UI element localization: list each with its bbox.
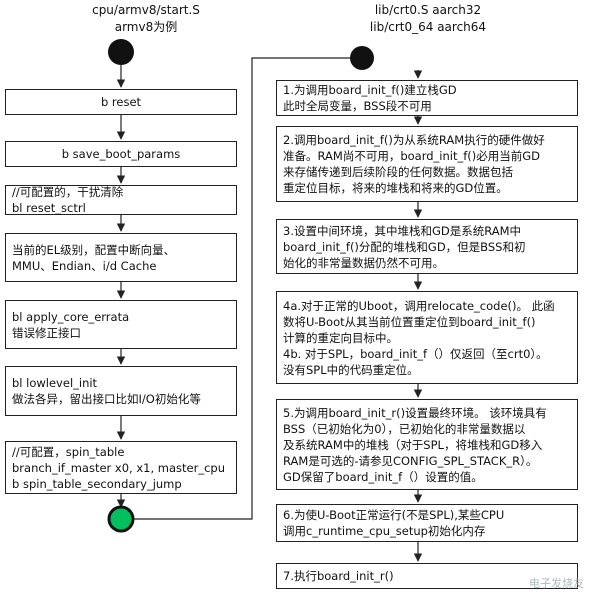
- left-step-3-line-1: //可配置的，干扰清除: [12, 185, 124, 199]
- right-step-7: 7.执行board_init_r(): [276, 563, 578, 589]
- right-step-5-line-1: 5.为调用board_init_r()设置最终环境。 该环境具有: [283, 405, 547, 420]
- left-step-6: bl lowlevel_init 做法各异，留出接口比如I/O初始化等: [5, 366, 237, 416]
- right-step-4-line-2: 数将U-Boot从其当前位置重定位到board_init_f(): [283, 314, 536, 329]
- right-step-7-line-1: 7.执行board_init_r(): [283, 569, 394, 583]
- right-step-1-line-2: 此时全局变量，BSS段不可用: [283, 99, 432, 113]
- left-header: cpu/armv8/start.S armv8为例: [56, 2, 236, 36]
- right-step-6: 6.为使U-Boot正常运行(不是SPL),某些CPU 调用c_runtime_…: [276, 504, 578, 542]
- left-step-6-line-1: bl lowlevel_init: [12, 376, 98, 390]
- right-step-5: 5.为调用board_init_r()设置最终环境。 该环境具有 BSS（已初始…: [276, 399, 578, 490]
- right-step-2-line-2: 准备。RAM尚不可用，board_init_f()必用当前GD: [283, 149, 540, 163]
- right-step-3-line-2: board_init_f()分配的堆栈和GD，但是BSS和初: [283, 239, 526, 254]
- right-step-6-line-2: 调用c_runtime_cpu_setup初始化内存: [283, 524, 486, 538]
- right-start-node: [350, 46, 374, 70]
- right-step-5-line-3: 及系统RAM中的堆栈（对于SPL，将堆栈和GD移入: [283, 437, 543, 452]
- right-step-2-line-1: 2.调用board_init_f()为从系统RAM执行的硬件做好: [283, 133, 545, 147]
- left-step-1-line-1: b reset: [100, 95, 142, 109]
- right-header: lib/crt0.S aarch32 lib/crt0_64 aarch64: [338, 2, 518, 36]
- left-step-7-line-2: branch_if_master x0, x1, master_cpu: [12, 460, 226, 475]
- left-step-3: //可配置的，干扰清除 bl reset_sctrl: [5, 185, 237, 215]
- left-header-line-1: cpu/armv8/start.S: [92, 3, 200, 17]
- watermark: 电子发烧友: [529, 577, 584, 590]
- right-header-line-1: lib/crt0.S aarch32: [374, 3, 482, 17]
- left-step-5-line-2: 错误修正接口: [12, 325, 81, 340]
- right-step-3-line-1: 3.设置中间环境，其中堆栈和GD是系统RAM中: [283, 223, 522, 238]
- left-step-5: bl apply_core_errata 错误修正接口: [5, 300, 237, 349]
- right-step-2-line-3: 来存储传递到后续阶段的任何数据。数据包括: [283, 165, 513, 179]
- right-step-3-line-3: 始化的非常量数据仍然不可用。: [283, 255, 444, 270]
- left-step-3-line-2: bl reset_sctrl: [12, 201, 86, 215]
- left-step-7: //可配置，spin_table branch_if_master x0, x1…: [5, 441, 237, 494]
- right-step-2: 2.调用board_init_f()为从系统RAM执行的硬件做好 准备。RAM尚…: [276, 126, 578, 202]
- right-step-5-line-2: BSS（已初始化为0），已初始化的非常量数据以: [283, 421, 526, 436]
- right-step-1-line-1: 1.为调用board_init_f()建立栈GD: [283, 83, 457, 97]
- right-step-1: 1.为调用board_init_f()建立栈GD 此时全局变量，BSS段不可用: [276, 80, 578, 116]
- left-step-1: b reset: [5, 89, 237, 115]
- right-step-4-line-4: 4b. 对于SPL，board_init_f（）仅返回（至crt0）。: [283, 346, 548, 361]
- left-step-4: 当前的EL级别，配置中断向量、 MMU、Endian、i/d Cache: [5, 233, 237, 282]
- left-step-4-line-2: MMU、Endian、i/d Cache: [12, 258, 157, 273]
- right-step-5-line-4: RAM是可选的-请参见CONFIG_SPL_STACK_R）。: [283, 453, 538, 468]
- left-step-2: b save_boot_params: [5, 141, 237, 167]
- right-step-5-line-5: GD保留了board_init_f（）设置的值。: [283, 469, 483, 484]
- left-step-4-line-1: 当前的EL级别，配置中断向量、: [12, 242, 176, 257]
- left-start-node: [108, 39, 134, 65]
- right-step-4: 4a.对于正常的Uboot，调用relocate_code()。 此函 数将U-…: [276, 291, 578, 384]
- left-step-7-line-3: b spin_table_secondary_jump: [12, 476, 182, 491]
- left-end-node: [107, 505, 135, 533]
- right-step-4-line-1: 4a.对于正常的Uboot，调用relocate_code()。 此函: [283, 298, 555, 313]
- right-step-4-line-5: 没有SPL中的代码重定位。: [283, 362, 419, 377]
- right-step-3: 3.设置中间环境，其中堆栈和GD是系统RAM中 board_init_f()分配…: [276, 219, 578, 274]
- right-step-2-line-4: 重定位目标，将来的堆栈和将来的GD位置。: [283, 181, 508, 195]
- left-step-5-line-1: bl apply_core_errata: [12, 309, 130, 324]
- left-step-6-line-2: 做法各异，留出接口比如I/O初始化等: [12, 392, 201, 406]
- left-header-line-2: armv8为例: [114, 20, 178, 34]
- left-step-2-line-1: b save_boot_params: [61, 147, 181, 161]
- right-header-line-2: lib/crt0_64 aarch64: [369, 20, 487, 34]
- right-step-4-line-3: 计算的重定向目标中。: [283, 330, 398, 345]
- right-step-6-line-1: 6.为使U-Boot正常运行(不是SPL),某些CPU: [283, 508, 505, 522]
- left-step-7-line-1: //可配置，spin_table: [12, 444, 125, 459]
